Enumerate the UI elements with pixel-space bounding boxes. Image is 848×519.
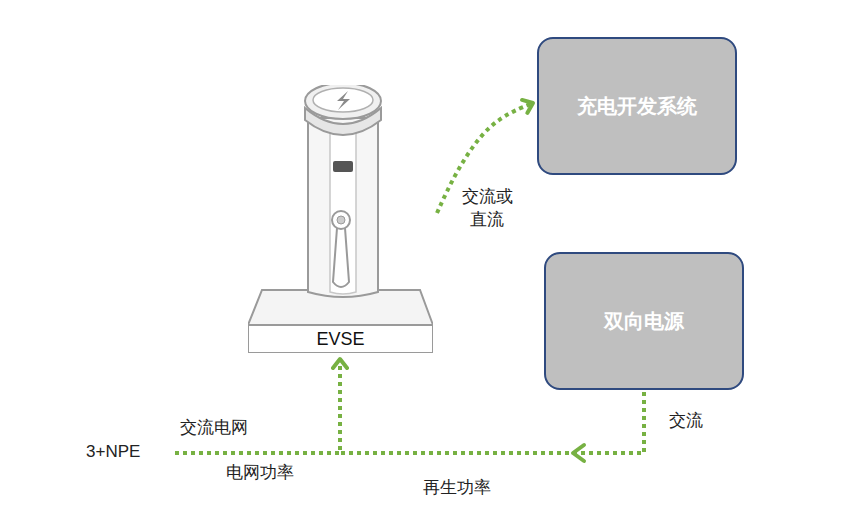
edge-label: 交流 (660, 410, 712, 433)
display (333, 161, 353, 172)
supply-label: 3+NPE (84, 441, 142, 463)
column-panel (330, 125, 356, 294)
edge-label: 交流或直流 (452, 186, 522, 232)
flow-label: 电网功率 (224, 462, 296, 484)
cable (333, 228, 349, 287)
flow-label: 再生功率 (421, 477, 493, 499)
charger-node: EVSE (248, 85, 433, 353)
flow-label: 交流电网 (178, 417, 250, 439)
plug (337, 216, 345, 224)
cap-inner (313, 88, 373, 112)
base-front (248, 325, 433, 353)
box-label: 双向电源 (594, 308, 694, 335)
cap-top (305, 85, 381, 119)
charger-column (308, 118, 378, 297)
system-box: 充电开发系统 (537, 37, 737, 175)
lightning-icon (337, 91, 350, 110)
box-label: 充电开发系统 (567, 93, 707, 120)
grid-wire (175, 451, 342, 455)
charger-illustration (248, 85, 433, 353)
node-label: EVSE (248, 325, 433, 353)
grid-line (175, 453, 342, 454)
plug-holster (332, 211, 350, 229)
system-box: 双向电源 (544, 252, 744, 390)
